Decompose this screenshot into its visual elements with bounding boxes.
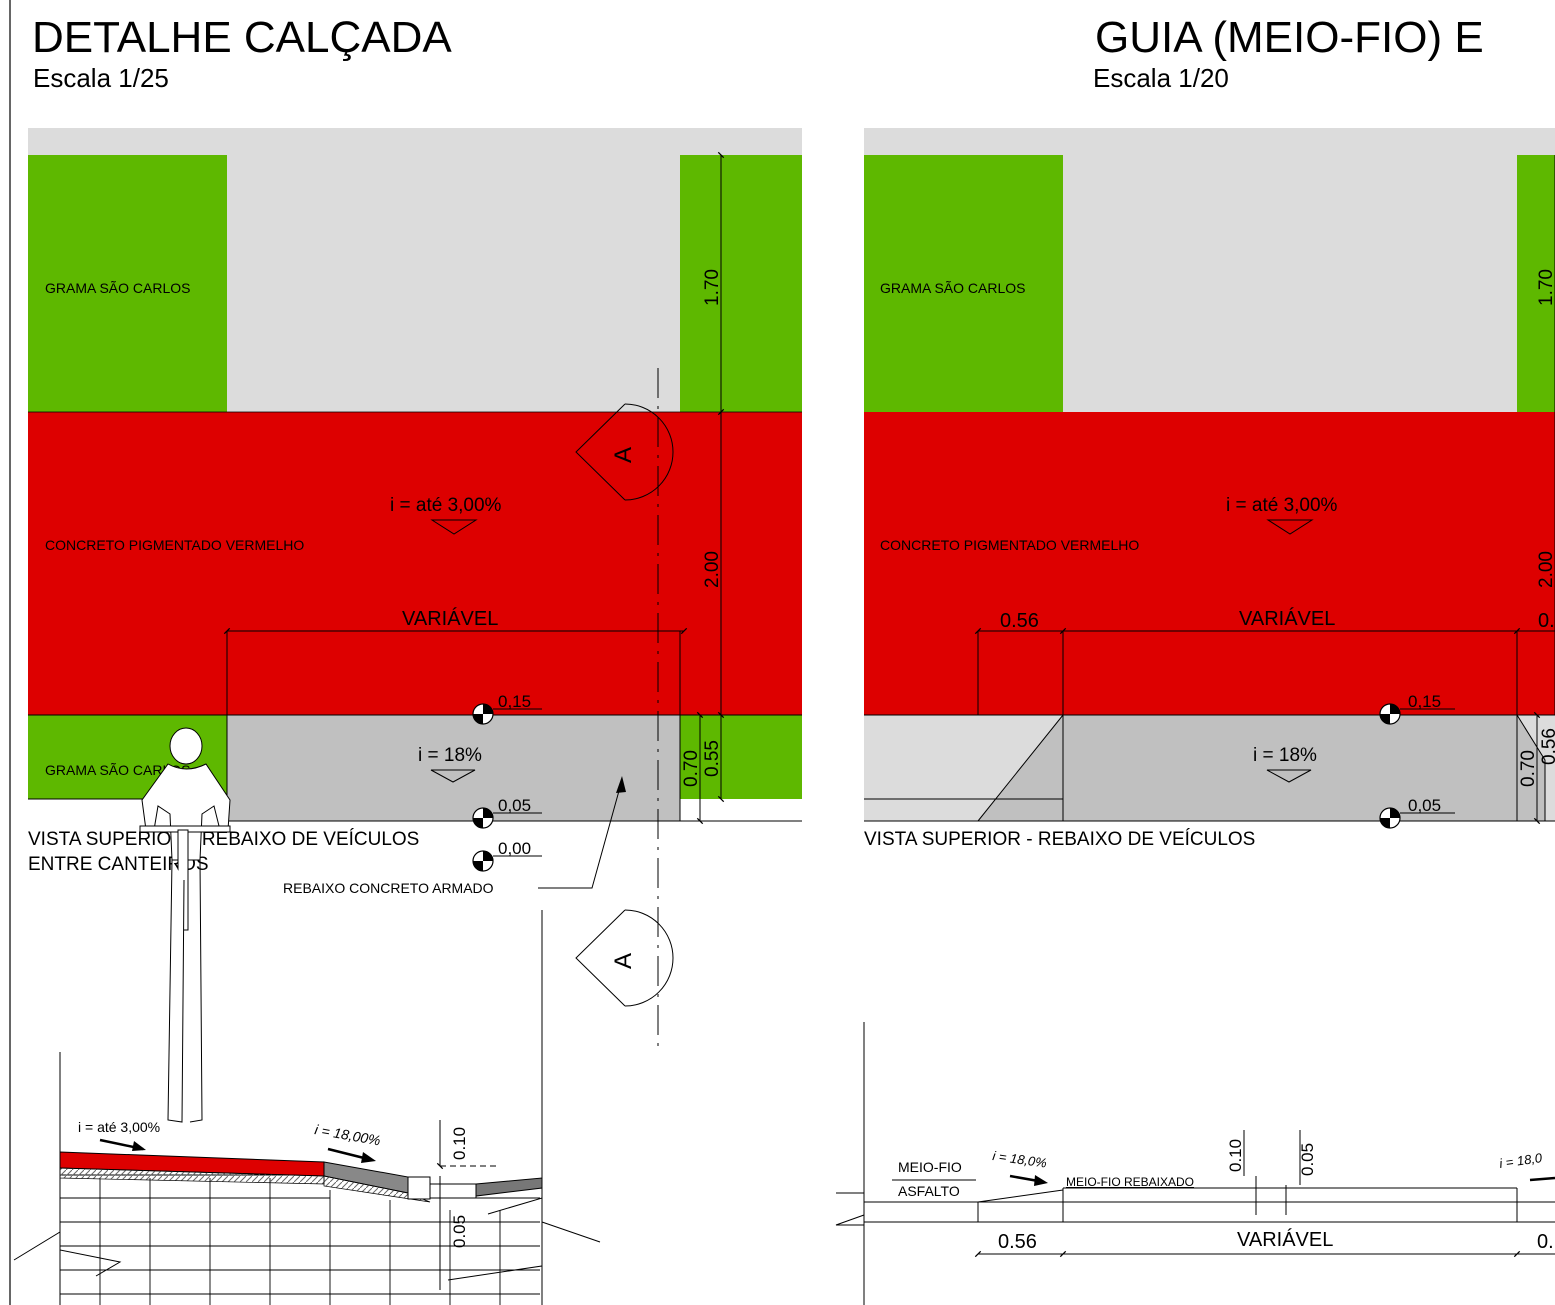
- svg-text:0,15: 0,15: [498, 692, 531, 711]
- grass-area-top-left: [864, 155, 1063, 412]
- level-marker-005: 0,05: [1379, 796, 1455, 829]
- svg-text:A: A: [610, 447, 637, 463]
- view-title: VISTA SUPERIOR - REBAIXO DE VEÍCULOS: [864, 829, 1255, 850]
- right-title: GUIA (MEIO-FIO) E: [1095, 13, 1484, 62]
- dimension-070: 0.70: [681, 750, 702, 787]
- grass-label-bottom: GRAMA SÃO CARLOS: [45, 762, 190, 778]
- section-meio-fio: MEIO-FIO: [898, 1159, 962, 1175]
- callout-label: REBAIXO CONCRETO ARMADO: [283, 880, 494, 896]
- slope-ramp-label: i = 18%: [418, 745, 482, 766]
- level-marker-000: 0,00: [472, 839, 542, 872]
- view-title-line-1: VISTA SUPERIOR - REBAIXO DE VEÍCULOS: [28, 829, 419, 850]
- dimension-056: 0.56: [1000, 610, 1039, 632]
- section-dim-005: 0.05: [1298, 1143, 1317, 1176]
- left-scale: Escala 1/25: [33, 63, 169, 93]
- right-detail: GUIA (MEIO-FIO) E Escala 1/20 GRAMA SÃO …: [835, 13, 1555, 1305]
- concrete-label: CONCRETO PIGMENTADO VERMELHO: [45, 537, 304, 553]
- section-dim-056: 0.56: [998, 1231, 1037, 1253]
- dimension-070: 0.70: [1518, 750, 1539, 787]
- dimension-056v: 0.56: [1539, 728, 1555, 765]
- section-marker-bottom: A: [575, 909, 674, 1007]
- slope-arrow: [430, 519, 478, 535]
- grass-area-top-right: [680, 155, 802, 412]
- section-dim-variable: VARIÁVEL: [1237, 1228, 1333, 1251]
- dimension-200: 2.00: [1536, 551, 1555, 588]
- concrete-area: [864, 412, 1555, 715]
- grass-label-top: GRAMA SÃO CARLOS: [880, 280, 1025, 296]
- concrete-label: CONCRETO PIGMENTADO VERMELHO: [880, 537, 1139, 553]
- slope-arrow: [430, 769, 476, 783]
- grass-area-top-left: [28, 155, 227, 412]
- section-slope-partial: i = 18,0: [1498, 1150, 1543, 1171]
- callout-leader: [538, 779, 623, 889]
- dimension-170: 1.70: [702, 269, 723, 306]
- concrete-area: [28, 412, 802, 715]
- section-slope-ramp: i = 18,00%: [313, 1121, 381, 1148]
- dimension-055: 0.55: [702, 740, 723, 777]
- section-slope: i = 18,0%: [992, 1148, 1048, 1170]
- section-view-right: MEIO-FIO ASFALTO MEIO-FIO REBAIXADO i = …: [835, 1022, 1555, 1305]
- level-marker-015: 0,15: [472, 692, 542, 725]
- slope-arrow: [1266, 519, 1314, 535]
- left-title: DETALHE CALÇADA: [32, 13, 452, 62]
- slope-arrow: [1266, 769, 1312, 783]
- section-asfalto: ASFALTO: [898, 1183, 960, 1199]
- slope-sidewalk-label: i = até 3,00%: [1226, 495, 1338, 516]
- svg-text:A: A: [610, 953, 637, 969]
- slope-ramp-label: i = 18%: [1253, 745, 1317, 766]
- left-detail: DETALHE CALÇADA Escala 1/25 GRAMA SÃO CA…: [13, 13, 802, 1305]
- level-marker-005: 0,05: [472, 796, 542, 829]
- section-dim-005: 0.05: [450, 1215, 469, 1248]
- section-meio-fio-rebaixado: MEIO-FIO REBAIXADO: [1066, 1175, 1194, 1189]
- level-marker-015: 0,15: [1379, 692, 1455, 725]
- svg-text:0,05: 0,05: [498, 796, 531, 815]
- right-scale: Escala 1/20: [1093, 63, 1229, 93]
- dimension-variable: VARIÁVEL: [402, 607, 498, 630]
- section-slope-sidewalk: i = até 3,00%: [78, 1119, 160, 1135]
- slope-sidewalk-label: i = até 3,00%: [390, 495, 502, 516]
- section-marker-top: A: [575, 403, 674, 501]
- vehicle-ramp: [226, 714, 681, 822]
- dimension-170: 1.70: [1536, 269, 1555, 306]
- svg-text:0,00: 0,00: [498, 839, 531, 858]
- section-dim-010: 0.10: [1226, 1139, 1245, 1172]
- dimension-200: 2.00: [702, 551, 723, 588]
- cyclist-figure: [139, 727, 231, 1123]
- dimension-partial: 0.: [1538, 610, 1555, 632]
- section-dim-partial: 0.: [1537, 1231, 1554, 1253]
- dimension-variable: VARIÁVEL: [1239, 607, 1335, 630]
- section-view-left: 0.10 0.05 i = até 3,00% i = 18,00%: [13, 727, 601, 1305]
- svg-text:0,15: 0,15: [1408, 692, 1441, 711]
- svg-text:0,05: 0,05: [1408, 796, 1441, 815]
- grass-area-top-right: [1517, 155, 1555, 412]
- section-dim-010: 0.10: [450, 1127, 469, 1160]
- grass-label-top: GRAMA SÃO CARLOS: [45, 280, 190, 296]
- view-title-line-2: ENTRE CANTEIROS: [28, 854, 209, 875]
